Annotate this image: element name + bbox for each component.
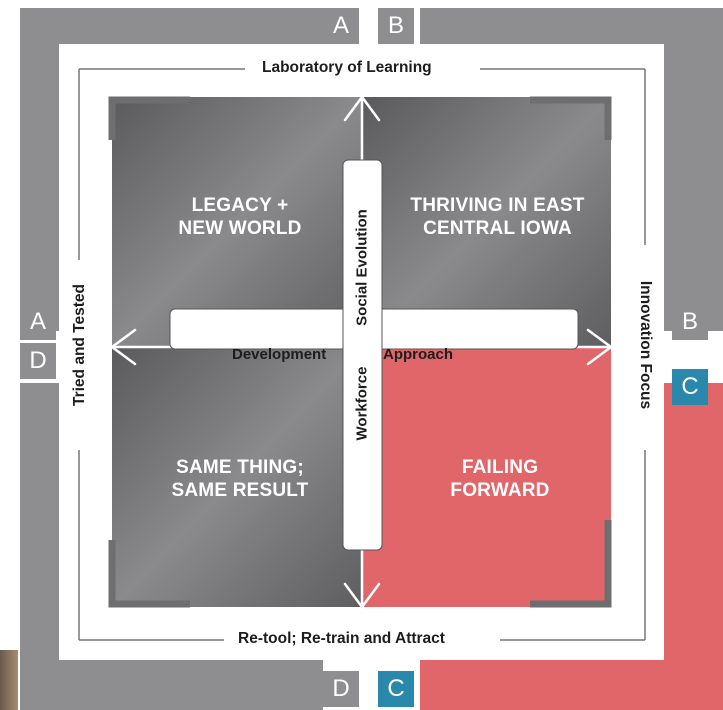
axis-horizontal-right: Approach	[383, 346, 454, 363]
arrow-head-left	[110, 328, 137, 366]
label-top: Laboratory of Learning	[248, 59, 446, 77]
corner-brackets	[108, 96, 612, 608]
tab-left-a: A	[20, 304, 56, 340]
tab-bottom-d: D	[323, 671, 359, 707]
photo-fragment	[0, 650, 18, 710]
axis-vertical-bottom: Workforce	[353, 366, 371, 441]
tab-bottom-c: C	[378, 671, 414, 707]
tab-top-a: A	[323, 8, 359, 44]
quadrant-top-left-line-1: LEGACY +	[191, 195, 289, 216]
quadrant-bg-top-left	[112, 97, 362, 347]
label-right: Innovation Focus	[636, 270, 654, 420]
tab-left-d: D	[20, 343, 56, 379]
outline-frame	[78, 68, 646, 641]
quadrant-bg-top-right	[362, 97, 611, 347]
arrow-head-right	[586, 328, 613, 366]
quadrant-bottom-right-line-1: FAILING	[461, 457, 539, 478]
axis-horizontal-left: Development	[232, 346, 327, 363]
tab-top-b: B	[378, 8, 414, 44]
tab-right-b: B	[672, 304, 708, 340]
cross-bar-vertical	[342, 159, 383, 551]
arrow-head-down	[343, 582, 381, 609]
bracket-bottom-left	[108, 540, 190, 608]
quadrant-bottom-left-title: SAME THING; SAME RESULT	[140, 457, 340, 503]
tab-right-c: C	[672, 369, 708, 405]
quadrant-bottom-right-line-2: FORWARD	[450, 479, 550, 501]
label-left: Tried and Tested	[71, 266, 89, 424]
bracket-bottom-right	[530, 520, 612, 608]
quadrant-top-left-title: LEGACY + NEW WORLD	[150, 195, 330, 241]
quadrant-top-right-line-2: CENTRAL IOWA	[423, 217, 572, 239]
quadrant-bg-bottom-left	[112, 347, 362, 607]
quadrant-bg-bottom-right	[362, 347, 611, 607]
arrow-head-up	[343, 95, 381, 122]
quadrant-bottom-left-line-1: SAME THING;	[176, 457, 304, 478]
bracket-top-left	[108, 96, 190, 140]
quadrant-top-left-line-2: NEW WORLD	[178, 217, 302, 239]
quadrant-bottom-right-title: FAILING FORWARD	[410, 457, 590, 503]
quadrant-top-right-title: THRIVING IN EAST CENTRAL IOWA	[390, 195, 605, 241]
quadrant-top-right-line-1: THRIVING IN EAST	[410, 195, 585, 216]
axis-vertical-top: Social Evolution	[353, 209, 371, 326]
label-bottom: Re-tool; Re-train and Attract	[224, 630, 459, 648]
bracket-top-right	[530, 96, 612, 140]
cross-bar-overlap	[344, 310, 381, 348]
quadrant-bottom-left-line-2: SAME RESULT	[171, 479, 309, 501]
